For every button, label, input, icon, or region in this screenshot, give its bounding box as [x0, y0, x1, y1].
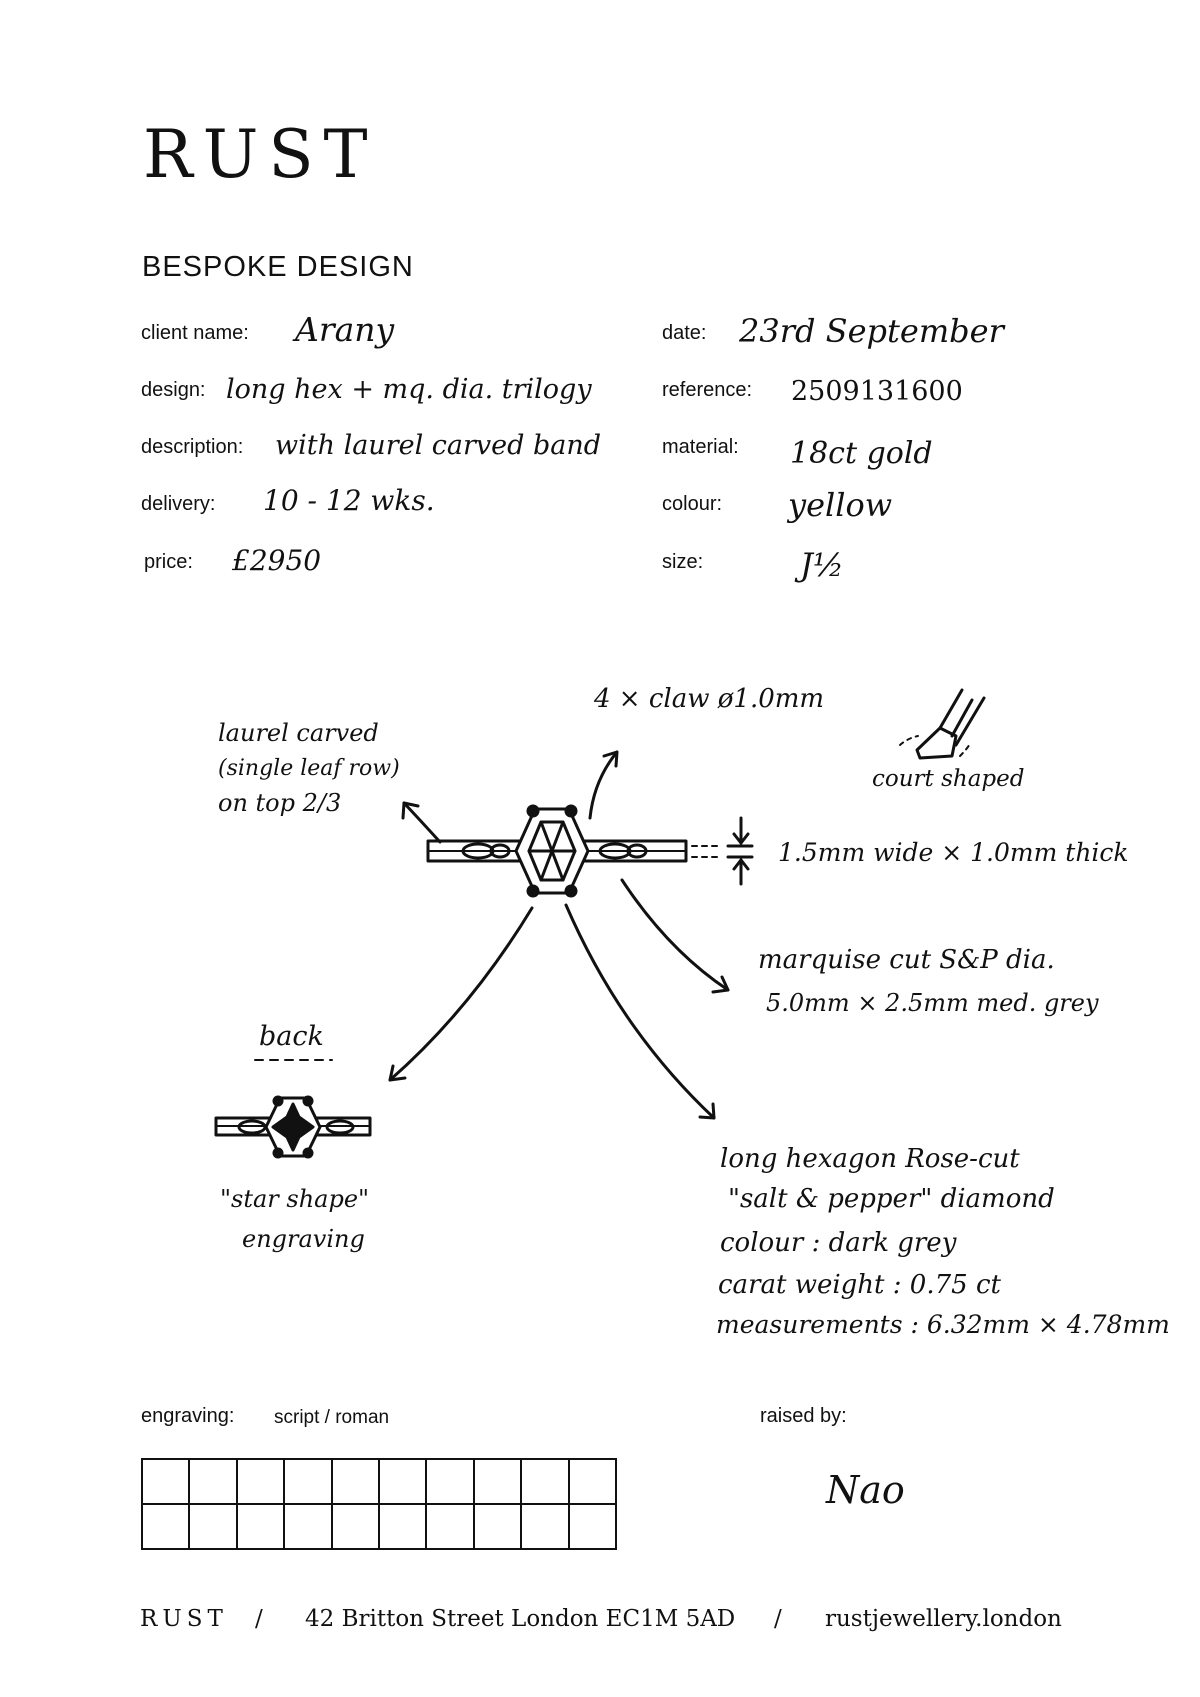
- engraving-grid: [140, 1458, 618, 1550]
- engraving-cell[interactable]: [235, 1503, 286, 1550]
- laurel-note-line-2: (single leaf row): [218, 756, 400, 781]
- material-value: 18ct gold: [790, 436, 933, 471]
- back-note-line-1: "star shape": [220, 1185, 370, 1213]
- colour-label: colour:: [662, 493, 723, 515]
- engraving-cell[interactable]: [235, 1458, 286, 1505]
- delivery-value: 10 - 12 wks.: [263, 484, 435, 517]
- date-label: date:: [662, 322, 707, 344]
- engraving-label: engraving:: [141, 1405, 235, 1427]
- engraving-cell[interactable]: [188, 1503, 238, 1550]
- footer-brand: RUST: [140, 1606, 228, 1632]
- engraving-cell[interactable]: [425, 1503, 475, 1550]
- laurel-note-line-3: on top 2/3: [218, 789, 342, 817]
- hexagon-note-line-2: "salt & pepper" diamond: [728, 1184, 1055, 1214]
- delivery-label: delivery:: [141, 493, 216, 515]
- engraving-cell[interactable]: [330, 1503, 380, 1550]
- page-title: BESPOKE DESIGN: [142, 251, 414, 283]
- back-note-line-2: engraving: [242, 1225, 365, 1253]
- engraving-cell[interactable]: [188, 1458, 238, 1505]
- ring-front-view: [426, 804, 754, 898]
- design-value: long hex + mq. dia. trilogy: [226, 374, 592, 405]
- engraving-cell[interactable]: [283, 1503, 333, 1550]
- engraving-cell[interactable]: [567, 1503, 618, 1550]
- back-title: back: [259, 1021, 324, 1052]
- laurel-note-line-1: laurel carved: [218, 719, 379, 747]
- reference-label: reference:: [662, 379, 753, 401]
- client-name-value: Arany: [295, 310, 395, 349]
- hexagon-note-line-1: long hexagon Rose-cut: [720, 1144, 1020, 1174]
- footer-separator: /: [774, 1606, 782, 1632]
- hexagon-note-line-3: colour : dark grey: [720, 1228, 957, 1258]
- size-value: J½: [800, 546, 844, 584]
- description-label: description:: [141, 436, 244, 458]
- size-label: size:: [662, 551, 704, 573]
- reference-value: 2509131600: [791, 376, 963, 407]
- date-value: 23rd September: [739, 312, 1004, 350]
- band-size-note: 1.5mm wide × 1.0mm thick: [778, 838, 1129, 867]
- brand-logo: RUST: [143, 116, 378, 193]
- price-label: price:: [144, 551, 193, 573]
- engraving-cell[interactable]: [330, 1458, 380, 1505]
- engraving-cell[interactable]: [377, 1503, 428, 1550]
- band-shape-note: court shaped: [872, 766, 1025, 792]
- colour-value: yellow: [788, 486, 893, 524]
- engraving-cell[interactable]: [520, 1503, 570, 1550]
- design-label: design:: [141, 379, 206, 401]
- engraving-cell[interactable]: [567, 1458, 618, 1505]
- engraving-cell[interactable]: [140, 1458, 191, 1505]
- band-profile-sketch: [899, 688, 986, 760]
- engraving-cell[interactable]: [377, 1458, 428, 1505]
- description-value: with laurel carved band: [275, 430, 602, 461]
- engraving-cell[interactable]: [472, 1503, 523, 1550]
- engraving-cell[interactable]: [472, 1458, 523, 1505]
- footer-website[interactable]: rustjewellery.london: [825, 1606, 1062, 1632]
- engraving-cell[interactable]: [283, 1458, 333, 1505]
- raised-by-value: Nao: [826, 1468, 905, 1512]
- footer-separator: /: [255, 1606, 263, 1632]
- engraving-cell[interactable]: [520, 1458, 570, 1505]
- raised-by-label: raised by:: [760, 1405, 847, 1427]
- footer-address: 42 Britton Street London EC1M 5AD: [305, 1606, 736, 1632]
- hexagon-note-line-5: measurements : 6.32mm × 4.78mm: [716, 1310, 1170, 1339]
- engraving-style: script / roman: [274, 1407, 390, 1428]
- client-name-label: client name:: [141, 322, 249, 344]
- annotation-arrows: [388, 750, 730, 1120]
- ring-back-view: [214, 1059, 372, 1159]
- marquise-note-line-2: 5.0mm × 2.5mm med. grey: [766, 989, 1099, 1017]
- material-label: material:: [662, 436, 739, 458]
- engraving-cell[interactable]: [140, 1503, 191, 1550]
- price-value: £2950: [232, 544, 322, 577]
- marquise-note-line-1: marquise cut S&P dia.: [758, 945, 1055, 975]
- engraving-cell[interactable]: [425, 1458, 475, 1505]
- claw-note: 4 × claw ø1.0mm: [594, 684, 825, 714]
- hexagon-note-line-4: carat weight : 0.75 ct: [718, 1270, 1001, 1300]
